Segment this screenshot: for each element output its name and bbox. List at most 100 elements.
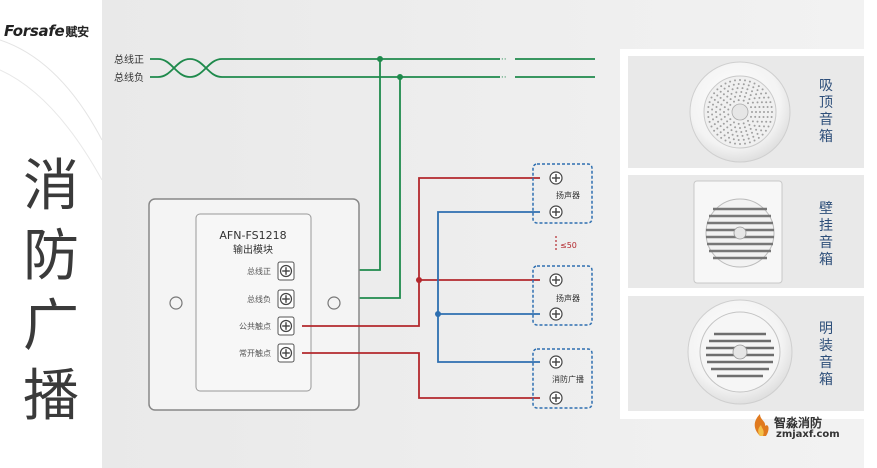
perforation-dot — [747, 119, 749, 122]
perforation-dot — [755, 111, 757, 113]
title-char: 广 — [23, 294, 79, 359]
terminal-label-bus-positive: 总线正 — [247, 266, 271, 276]
perforation-dot — [710, 125, 713, 128]
perforation-dot — [753, 139, 756, 142]
perforation-dot — [741, 134, 744, 137]
perforation-dot — [767, 96, 770, 99]
perforation-dot — [726, 126, 729, 129]
bus-negative-label: 总线负 — [114, 71, 144, 84]
perforation-dot — [746, 133, 749, 136]
perforation-dot — [730, 92, 733, 95]
mounting-hole — [169, 296, 183, 310]
terminal-screw-icon — [277, 343, 295, 363]
perforation-dot — [754, 115, 757, 118]
perforation-dot — [759, 111, 761, 113]
perforation-dot — [755, 128, 758, 131]
decorative-arc — [0, 39, 103, 141]
perforation-dot — [742, 138, 745, 141]
perforation-dot — [760, 92, 763, 95]
product-label-char: 箱 — [819, 372, 833, 388]
perforation-dot — [751, 131, 753, 134]
product-label-char: 音 — [819, 234, 833, 251]
perforation-dot — [751, 111, 753, 113]
brand-logo-latin: Forsafe — [4, 22, 65, 40]
bus-positive-wire — [150, 58, 500, 78]
brand-logo-cn: 赋安 — [65, 25, 89, 39]
perforation-dot — [715, 116, 718, 118]
junction-dot — [397, 74, 403, 80]
product-label-char: 挂 — [819, 218, 833, 234]
perforation-dot — [769, 120, 772, 123]
perforation-dot — [722, 128, 725, 131]
product-label-char: 明 — [819, 321, 833, 337]
perforation-dot — [735, 91, 738, 94]
perforation-dot — [729, 80, 732, 83]
perforation-dot — [756, 120, 759, 123]
perforation-dot — [760, 101, 763, 104]
perforation-dot — [719, 113, 722, 116]
perforation-dot — [753, 97, 756, 100]
perforation-dot — [767, 111, 769, 113]
perforation-dot — [751, 120, 754, 123]
perforation-dot — [761, 133, 764, 136]
perforation-dot — [737, 83, 740, 85]
perforation-dot — [729, 123, 732, 126]
perforation-dot — [758, 106, 761, 108]
perforation-dot — [742, 99, 745, 102]
product-label-char: 顶 — [819, 95, 833, 111]
perforation-dot — [750, 115, 752, 118]
perforation-dot — [737, 139, 740, 141]
brand-logo: Forsafe赋安 — [4, 22, 89, 40]
perforation-dot — [716, 127, 719, 130]
perforation-dot — [727, 131, 729, 134]
perforation-dot — [734, 95, 737, 98]
perforation-dot — [764, 92, 767, 95]
product-label-char: 音 — [819, 354, 833, 371]
perforation-dot — [771, 111, 773, 113]
common-wires — [302, 177, 540, 399]
perforation-dot — [722, 122, 725, 125]
perforation-dot — [719, 90, 722, 93]
product-card-wall: 壁 挂 音 箱 — [628, 175, 864, 288]
perforation-dot — [731, 133, 734, 136]
perforation-dot — [719, 108, 722, 111]
perforation-dot — [720, 118, 723, 121]
perforation-dot — [764, 129, 767, 132]
perforation-dot — [732, 83, 735, 86]
perforation-dot — [746, 88, 749, 91]
perforation-dot — [747, 102, 749, 105]
perforation-dot — [734, 126, 737, 129]
perforation-dot — [739, 143, 741, 145]
perforation-dot — [757, 136, 760, 139]
perforation-dot — [740, 91, 743, 93]
product-label-char: 壁 — [819, 201, 833, 217]
perforation-dot — [723, 87, 726, 90]
perforation-dot — [715, 106, 718, 108]
perforation-dot — [760, 120, 763, 123]
no-wires — [437, 211, 540, 363]
perforation-dot — [713, 92, 716, 95]
perforation-dot — [707, 106, 710, 108]
title-char: 消 — [23, 154, 79, 219]
perforation-dot — [745, 130, 748, 132]
perforation-dot — [770, 106, 773, 108]
mounting-hole — [327, 296, 341, 310]
perforation-dot — [729, 98, 732, 101]
perforation-dot — [770, 116, 773, 118]
perforation-dot — [758, 96, 761, 99]
perforation-dot — [742, 122, 745, 125]
perforation-dot — [736, 134, 739, 137]
terminal-screw-icon — [277, 289, 295, 309]
watermark-url: zmjaxf.com — [776, 429, 840, 440]
product-label-char: 装 — [819, 338, 833, 354]
perforation-dot — [744, 142, 746, 145]
perforation-dot — [734, 79, 736, 82]
perforation-dot — [740, 131, 743, 133]
speaker-box-2: 扬声器 — [532, 265, 593, 326]
terminal-label-bus-negative: 总线负 — [247, 294, 271, 304]
bus-negative-wire — [150, 58, 500, 78]
perforation-dot — [719, 131, 722, 134]
module-name: 输出模块 — [233, 243, 273, 256]
perforation-dot — [726, 101, 729, 104]
perforation-dot — [711, 113, 714, 116]
